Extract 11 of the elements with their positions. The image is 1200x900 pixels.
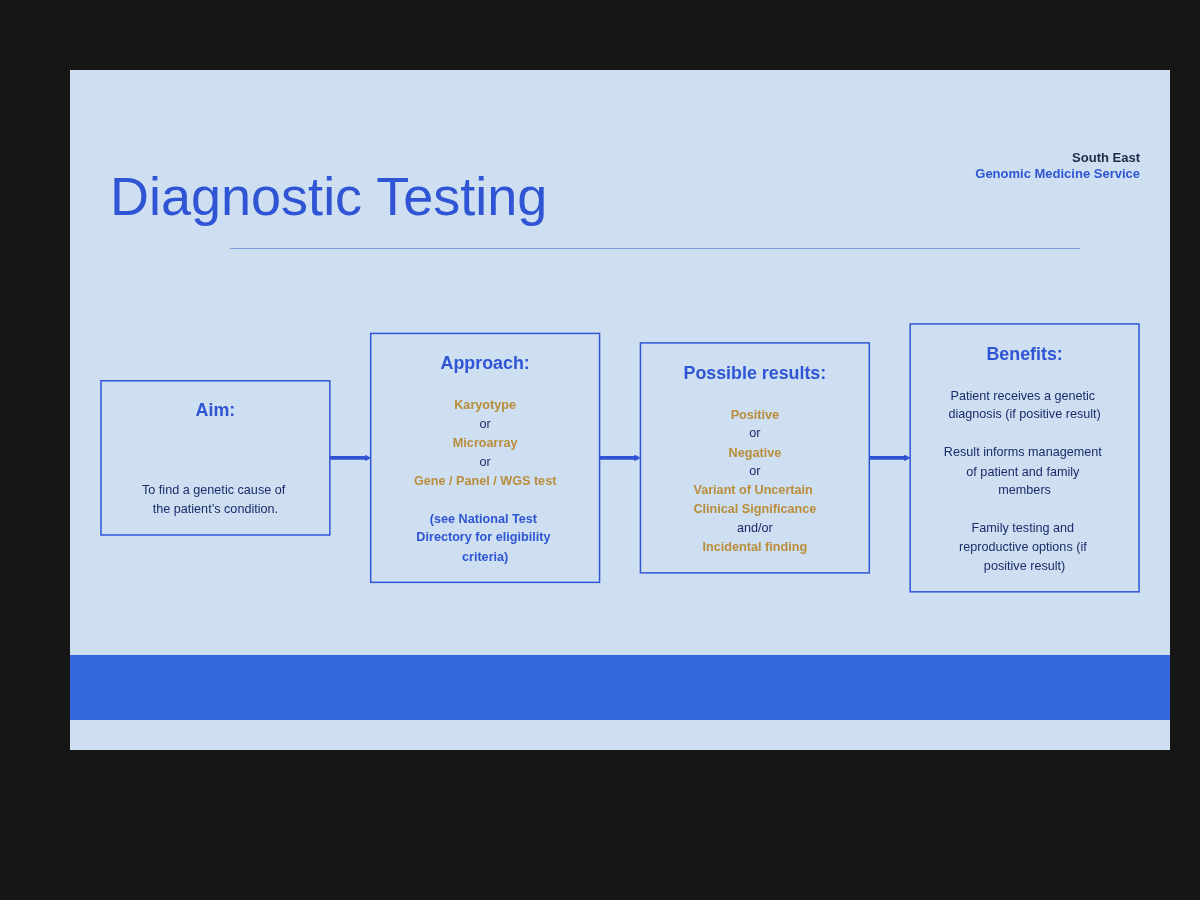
arrow bbox=[599, 454, 641, 461]
arrow bbox=[869, 454, 911, 461]
node-box bbox=[369, 332, 601, 583]
node-box bbox=[909, 322, 1140, 593]
node-box bbox=[100, 379, 331, 536]
organisation-name: Genomic Medicine Service bbox=[975, 166, 1140, 182]
organisation-name: South East bbox=[1071, 150, 1140, 166]
node-box bbox=[639, 341, 871, 574]
slide-background: Diagnostic Testing South East Genomic Medicine Service Aim: To find a genetic cause of the patient’s condition. Approach: Karyotype or Microarray or Gene / Panel / WGS test (see National Test Directory for eligibility criteria) Possible results: Positive or Negative or Variant of Uncertain Clinical Significance and/or Incidental finding Benefits: Patient receives a genetic diagnosis (if positive result) Result informs management of patient and family members Family testing and reproductive options (if positive result) bbox=[70, 70, 1170, 750]
slide-title: Diagnostic Testing bbox=[110, 165, 548, 227]
arrow bbox=[329, 454, 371, 461]
